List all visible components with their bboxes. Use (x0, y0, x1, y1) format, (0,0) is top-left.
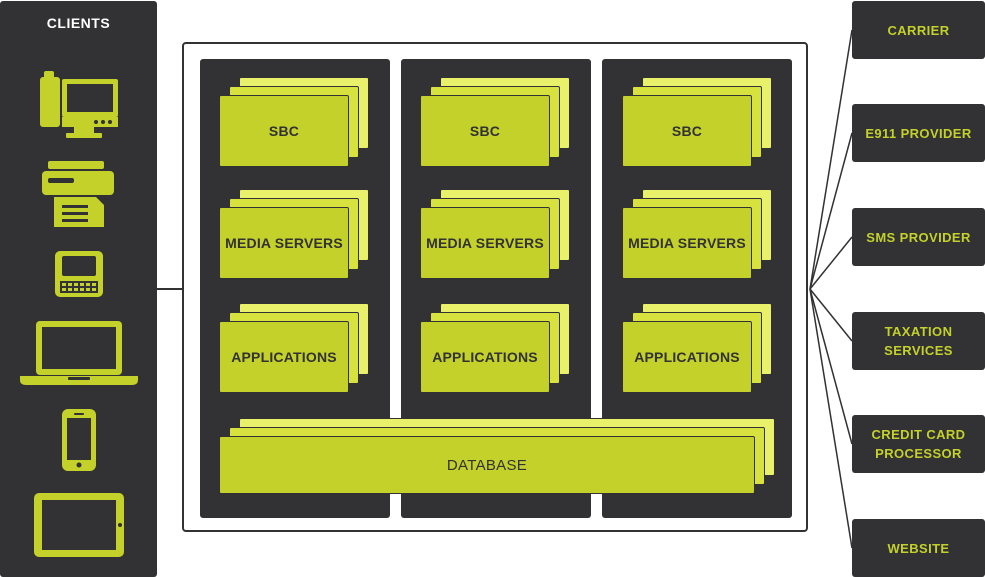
provider-label-line2: SERVICES (884, 343, 953, 358)
connector-website (809, 288, 853, 549)
provider-credit-card: CREDIT CARD PROCESSOR (852, 415, 985, 473)
sbc-stack-2: SBC (420, 77, 572, 167)
sbc-label: SBC (420, 95, 550, 167)
provider-label: WEBSITE (887, 540, 950, 556)
sbc-label: SBC (219, 95, 349, 167)
applications-label: APPLICATIONS (622, 321, 752, 393)
provider-label: E911 PROVIDER (865, 125, 972, 141)
connector-credit-card (809, 288, 853, 445)
connector-carrier (809, 29, 853, 290)
provider-label-line2: PROCESSOR (875, 446, 962, 461)
fax-printer-icon (42, 161, 114, 227)
sbc-stack-1: SBC (219, 77, 371, 167)
media-servers-stack-3: MEDIA SERVERS (622, 189, 774, 279)
applications-label: APPLICATIONS (420, 321, 550, 393)
media-servers-stack-2: MEDIA SERVERS (420, 189, 572, 279)
mobile-phone-icon (62, 409, 96, 471)
media-servers-label: MEDIA SERVERS (420, 207, 550, 279)
connector-sms (809, 236, 853, 290)
provider-website: WEBSITE (852, 519, 985, 577)
database-label: DATABASE (219, 436, 755, 494)
connector-e911 (809, 132, 853, 290)
clients-panel: CLIENTS (0, 1, 157, 577)
connector-taxation (809, 288, 853, 342)
applications-stack-2: APPLICATIONS (420, 303, 572, 393)
provider-e911: E911 PROVIDER (852, 104, 985, 162)
laptop-icon (20, 321, 138, 385)
smartphone-keyboard-icon (55, 251, 103, 297)
provider-label: CARRIER (887, 22, 950, 38)
applications-stack-1: APPLICATIONS (219, 303, 371, 393)
tablet-icon (34, 493, 124, 557)
provider-taxation: TAXATION SERVICES (852, 312, 985, 370)
sbc-label: SBC (622, 95, 752, 167)
provider-label: SMS PROVIDER (866, 229, 971, 245)
applications-stack-3: APPLICATIONS (622, 303, 774, 393)
provider-sms: SMS PROVIDER (852, 208, 985, 266)
provider-carrier: CARRIER (852, 1, 985, 59)
clients-title: CLIENTS (46, 15, 111, 31)
media-servers-stack-1: MEDIA SERVERS (219, 189, 371, 279)
media-servers-label: MEDIA SERVERS (622, 207, 752, 279)
provider-label: TAXATION (884, 324, 953, 339)
sbc-stack-3: SBC (622, 77, 774, 167)
provider-label: CREDIT CARD (871, 427, 966, 442)
database-stack: DATABASE (219, 418, 775, 496)
desk-phone-icon (40, 71, 118, 138)
applications-label: APPLICATIONS (219, 321, 349, 393)
media-servers-label: MEDIA SERVERS (219, 207, 349, 279)
